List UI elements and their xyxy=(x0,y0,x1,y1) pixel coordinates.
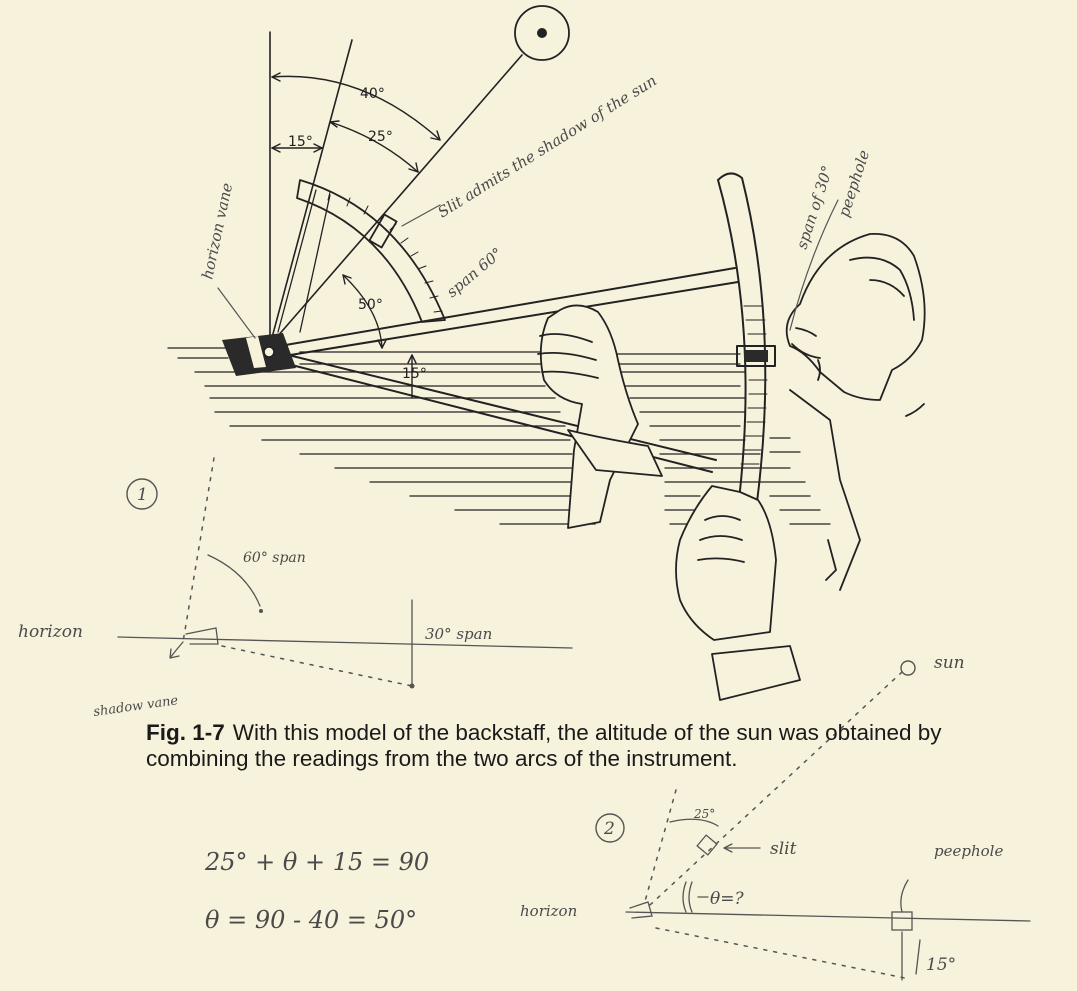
leader-slit xyxy=(401,204,441,227)
sketch-1-horizon: horizon xyxy=(18,622,83,642)
leader-peephole xyxy=(789,199,839,331)
sketch-2-slit: slit xyxy=(770,839,797,859)
equation-1: 25° + θ + 15 = 90 xyxy=(204,848,429,876)
sketch-2-sun: sun xyxy=(934,653,965,673)
figure-label: Fig. 1-7 xyxy=(146,720,225,745)
sketch-1-shadow-vane: shadow vane xyxy=(92,693,179,720)
sketch-1-30-span: 30° span xyxy=(425,625,492,643)
note-span-of-30: span of 30° xyxy=(793,163,837,251)
staff-bars xyxy=(267,267,739,473)
large-graduated-arc xyxy=(717,172,776,511)
angle-reference-lines xyxy=(269,31,523,346)
note-span-60: span 60° xyxy=(443,244,506,301)
sketch-1-number: 1 xyxy=(137,485,148,505)
equation-2: θ = 90 - 40 = 50° xyxy=(205,906,417,934)
sea-lines xyxy=(167,347,831,525)
sketch-1: 1 60° span horizon 30° span shadow vane xyxy=(18,457,573,720)
angle-label-40: 40° xyxy=(360,86,385,102)
sketch-2-theta: θ=? xyxy=(710,889,744,909)
observer-hands xyxy=(537,233,926,701)
small-graduated-arc xyxy=(277,179,446,333)
angle-label-50: 50° xyxy=(358,297,383,313)
sun-symbol xyxy=(514,5,570,61)
angle-label-15-low: 15° xyxy=(402,366,427,382)
caption-text: With this model of the backstaff, the al… xyxy=(146,720,942,771)
sketch-2-number: 2 xyxy=(603,819,615,839)
note-peephole-top: peephole xyxy=(835,148,874,220)
backstaff-illustration: 40° 15° 25° 50° 15° xyxy=(167,5,926,701)
note-horizon-vane: horizon vane xyxy=(198,181,236,281)
angle-arcs xyxy=(271,72,441,399)
sketch-2-25-deg: 25° xyxy=(693,807,715,821)
angle-label-25: 25° xyxy=(368,129,393,145)
sketch-2: sun 2 25° slit horizon θ=? peephole 15° xyxy=(520,653,1031,981)
horizon-vane xyxy=(222,333,296,376)
leader-horizon-vane xyxy=(217,287,256,339)
sketch-1-60-span: 60° span xyxy=(243,550,306,566)
sketch-2-horizon: horizon xyxy=(520,902,577,920)
sketch-2-15-deg: 15° xyxy=(926,955,956,975)
angle-label-15-top: 15° xyxy=(288,134,313,150)
sketch-2-peephole: peephole xyxy=(934,842,1003,860)
pencil-annotations: horizon vane Slit admits the shadow of t… xyxy=(18,71,1031,981)
note-slit-admits-shadow: Slit admits the shadow of the sun xyxy=(435,71,660,221)
